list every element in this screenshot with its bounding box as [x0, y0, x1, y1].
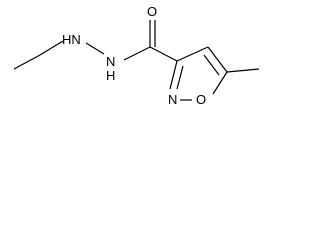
bond-nh-n	[85, 42, 105, 55]
bond-carbonyl-c-ring-c3	[149, 46, 178, 62]
bond-ring-n2-c3	[169, 60, 178, 90]
bond-ethyl-ch2-nh	[39, 40, 64, 56]
bond-ring-c4-c5-inner	[203, 54, 220, 76]
atom-label-ring-o: O	[196, 92, 206, 107]
atom-label-n: N	[106, 54, 115, 69]
bond-n-carbonyl-c	[123, 46, 151, 61]
bond-ring-n2-c3-inner	[176, 65, 184, 90]
bond-c5-methyl	[226, 68, 260, 73]
atom-label-n-hydrogen: H	[106, 68, 115, 83]
structure-diagram: HN N H O N O	[13, 4, 260, 107]
atom-label-ring-n: N	[168, 92, 177, 107]
atom-label-nh: HN	[62, 32, 81, 47]
bond-ring-c5-o1	[212, 71, 228, 95]
bond-ring-c3-c4	[176, 46, 209, 62]
bond-ethyl-ch3-ch2	[13, 54, 41, 70]
atom-label-carbonyl-o: O	[147, 4, 157, 19]
bond-ring-c4-c5	[207, 46, 228, 73]
